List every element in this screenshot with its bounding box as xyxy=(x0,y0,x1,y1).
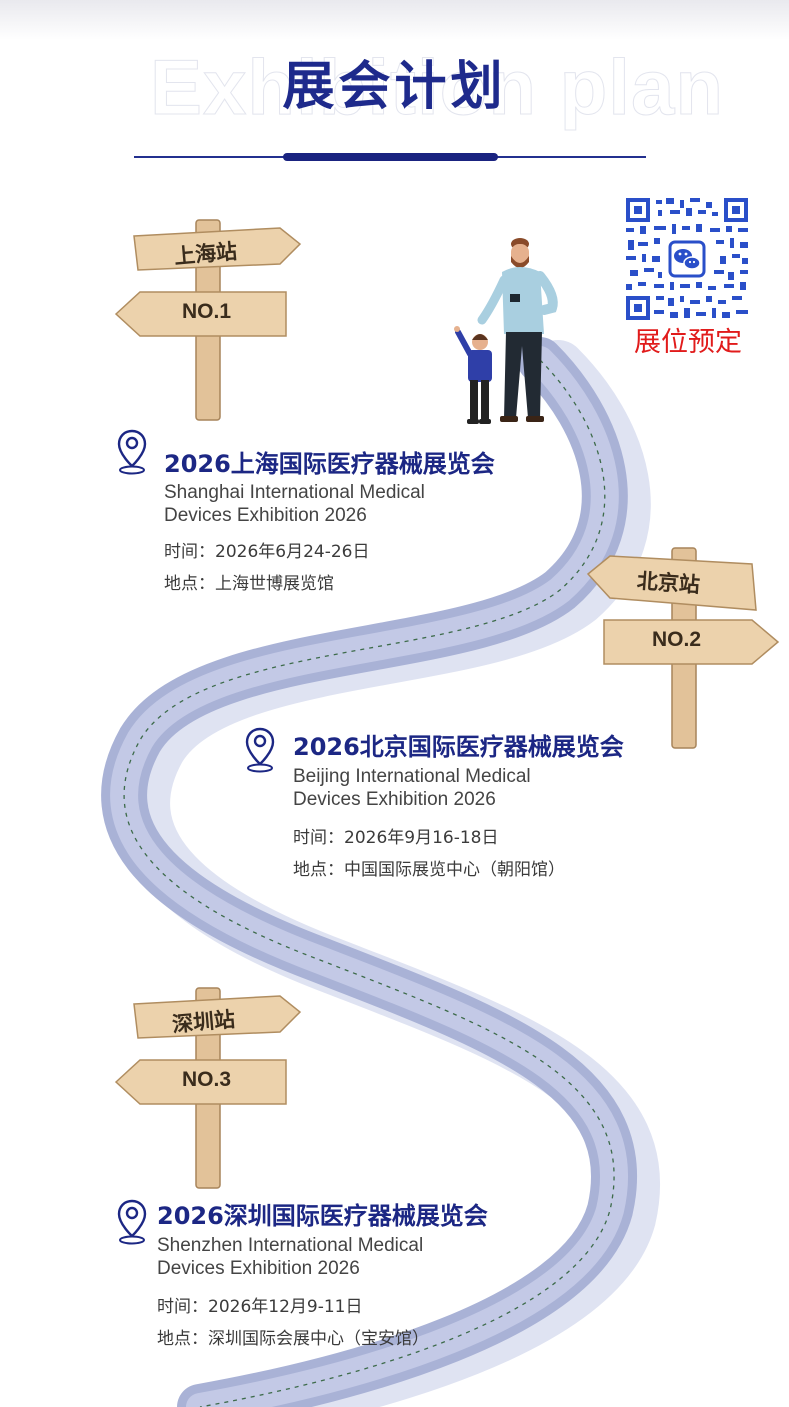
exhibition-venue: 地点：中国国际展览中心（朝阳馆） xyxy=(293,860,565,880)
exhibition-english-name: Beijing International Medical Devices Ex… xyxy=(293,765,613,811)
signpost-shanghai xyxy=(114,219,302,421)
exhibition-time: 时间：2026年12月9-11日 xyxy=(157,1297,363,1317)
exhibition-venue: 地点：上海世博展览馆 xyxy=(164,574,334,594)
background-watermark-word: Exhibition plan xyxy=(150,43,724,132)
exhibition-title: 2026北京国际医疗器械展览会 xyxy=(293,733,624,761)
qr-caption: 展位预定 xyxy=(634,327,742,358)
exhibition-english-name: Shanghai International Medical Devices E… xyxy=(164,481,484,527)
english-name-line: Shenzhen International Medical xyxy=(157,1235,424,1256)
english-name-line: Devices Exhibition 2026 xyxy=(293,789,496,810)
sign-number-label: NO.1 xyxy=(182,300,232,323)
sign-station-label: 深圳站 xyxy=(171,1007,237,1037)
english-name-line: Shanghai International Medical xyxy=(164,482,425,503)
booking-qr-code[interactable] xyxy=(624,196,750,322)
location-pin-icon xyxy=(245,727,275,773)
english-name-line: Beijing International Medical xyxy=(293,766,531,787)
location-pin-icon xyxy=(117,1199,147,1245)
page-title: 展会计划 xyxy=(282,57,507,117)
signpost-shenzhen xyxy=(114,987,302,1189)
sign-number-label: NO.3 xyxy=(182,1068,232,1091)
father-and-child-illustration xyxy=(454,238,558,424)
exhibition-title: 2026上海国际医疗器械展览会 xyxy=(164,450,495,478)
signpost-beijing xyxy=(586,547,780,749)
location-pin-icon xyxy=(117,429,147,475)
exhibition-english-name: Shenzhen International Medical Devices E… xyxy=(157,1234,477,1280)
title-divider-accent xyxy=(283,153,498,161)
english-name-line: Devices Exhibition 2026 xyxy=(157,1258,360,1279)
exhibition-title: 2026深圳国际医疗器械展览会 xyxy=(157,1202,488,1230)
sign-station-label: 北京站 xyxy=(636,568,701,598)
wechat-icon xyxy=(674,249,701,270)
sign-station-label: 上海站 xyxy=(173,239,239,269)
exhibition-venue: 地点：深圳国际会展中心（宝安馆） xyxy=(157,1329,429,1349)
english-name-line: Devices Exhibition 2026 xyxy=(164,505,367,526)
top-fade xyxy=(0,0,789,40)
exhibition-time: 时间：2026年9月16-18日 xyxy=(293,828,499,848)
exhibition-time: 时间：2026年6月24-26日 xyxy=(164,542,370,562)
sign-number-label: NO.2 xyxy=(652,628,702,651)
